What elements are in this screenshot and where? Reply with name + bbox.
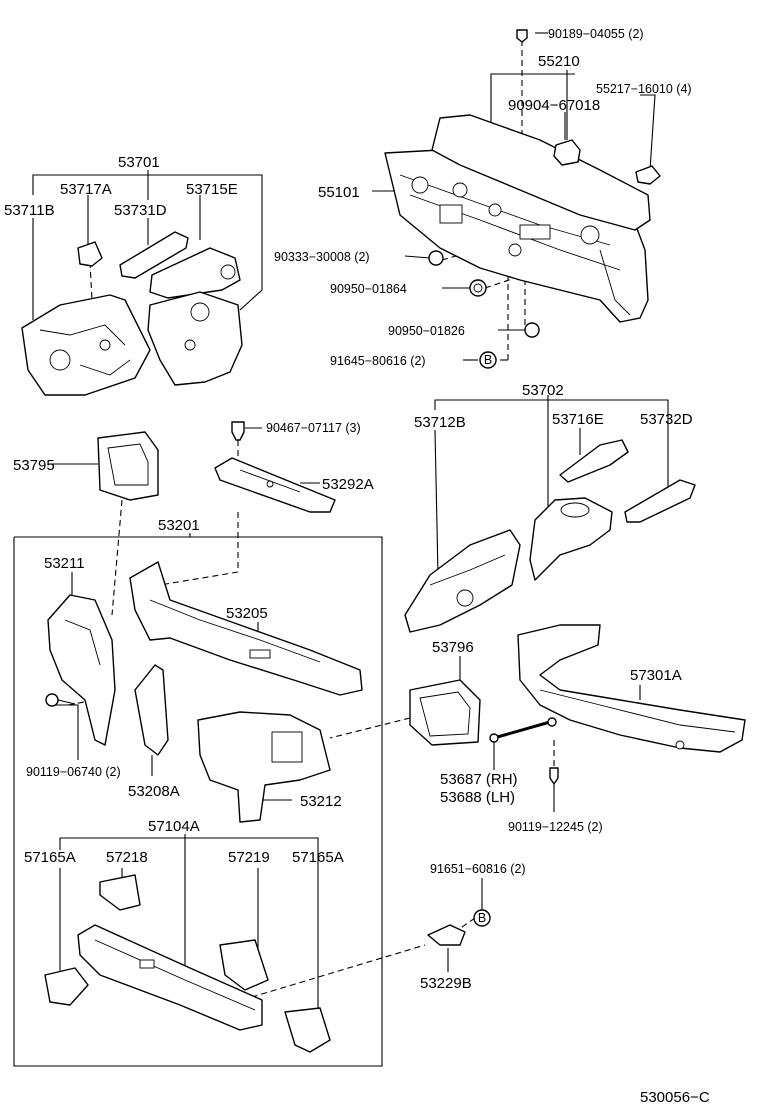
label-57165A-right: 57165A bbox=[292, 849, 344, 866]
radiator-support-53205 bbox=[129, 561, 363, 696]
label-53732D: 53732D bbox=[640, 411, 693, 428]
label-53201: 53201 bbox=[158, 517, 200, 534]
member-53715E bbox=[149, 247, 241, 299]
fender-apron-53711B bbox=[21, 294, 151, 396]
label-57165A-left: 57165A bbox=[24, 849, 76, 866]
label-55210: 55210 bbox=[538, 53, 580, 70]
side-support-53211 bbox=[47, 594, 116, 746]
side-support-53212 bbox=[197, 711, 331, 823]
label-90950-01826: 90950−01826 bbox=[388, 324, 465, 338]
label-57218: 57218 bbox=[106, 849, 148, 866]
seal-53796 bbox=[409, 679, 481, 746]
label-53796: 53796 bbox=[432, 639, 474, 656]
label-53731D: 53731D bbox=[114, 202, 167, 219]
crossmember-57104A bbox=[77, 924, 263, 1031]
label-90467-07117: 90467−07117 (3) bbox=[266, 421, 361, 435]
apron-53701-rear bbox=[147, 291, 243, 386]
label-90189-04055: 90189−04055 (2) bbox=[548, 27, 644, 41]
clip-90904 bbox=[553, 139, 581, 166]
member-53716E bbox=[559, 439, 629, 483]
label-90119-12245: 90119−12245 (2) bbox=[508, 820, 603, 834]
side-member-57301A bbox=[517, 624, 746, 753]
bracket-57219 bbox=[219, 939, 269, 991]
label-53712B: 53712B bbox=[414, 414, 466, 431]
bracket-57218 bbox=[99, 874, 141, 911]
label-55101: 55101 bbox=[318, 184, 360, 201]
label-91651-60816: 91651−60816 (2) bbox=[430, 862, 526, 876]
label-53688-lh: 53688 (LH) bbox=[440, 789, 515, 806]
label-53715E: 53715E bbox=[186, 181, 238, 198]
member-53731D bbox=[119, 231, 189, 279]
bracket-57165A-left bbox=[44, 967, 89, 1006]
marker-b-2: B bbox=[473, 909, 491, 927]
label-53701: 53701 bbox=[118, 154, 160, 171]
label-53292A: 53292A bbox=[322, 476, 374, 493]
fastener-90467 bbox=[231, 421, 245, 441]
fastener-55217 bbox=[635, 165, 661, 185]
marker-b-1-label: B bbox=[484, 353, 492, 367]
label-53208A: 53208A bbox=[128, 783, 180, 800]
bracket-53229B bbox=[427, 924, 466, 946]
label-53229B: 53229B bbox=[420, 975, 472, 992]
label-90950-01864: 90950−01864 bbox=[330, 282, 407, 296]
label-90119-06740: 90119−06740 (2) bbox=[26, 765, 121, 779]
rod-53687 bbox=[489, 717, 557, 743]
label-53711B: 53711B bbox=[4, 202, 55, 219]
marker-b-2-label: B bbox=[478, 911, 486, 925]
label-90333-30008: 90333−30008 (2) bbox=[274, 250, 370, 264]
dash-panel-55101 bbox=[384, 114, 651, 323]
label-53795: 53795 bbox=[13, 457, 55, 474]
label-53212: 53212 bbox=[300, 793, 342, 810]
part-labels: 90189−04055 (2) 55210 55217−16010 (4) 90… bbox=[4, 27, 710, 1106]
label-53717A: 53717A bbox=[60, 181, 112, 198]
seal-53795 bbox=[97, 431, 159, 501]
brace-53208A bbox=[134, 664, 169, 756]
label-53211: 53211 bbox=[44, 555, 85, 572]
bolt-90119-12245 bbox=[549, 767, 559, 785]
member-53732D bbox=[624, 479, 696, 523]
label-90904-67018: 90904−67018 bbox=[508, 97, 600, 114]
clip-90189 bbox=[516, 29, 528, 43]
apron-53702-rear bbox=[529, 497, 613, 581]
bolt-90119-06740 bbox=[45, 693, 76, 707]
label-57219: 57219 bbox=[228, 849, 270, 866]
apron-53712B bbox=[404, 529, 521, 633]
label-57104A: 57104A bbox=[148, 818, 200, 835]
label-91645-80616: 91645−80616 (2) bbox=[330, 354, 426, 368]
drawing-code: 530056−C bbox=[640, 1089, 710, 1106]
label-53687-rh: 53687 (RH) bbox=[440, 771, 518, 788]
bracket-53717A bbox=[77, 241, 103, 267]
bracket-57165A-right bbox=[284, 1007, 331, 1053]
label-53716E: 53716E bbox=[552, 411, 604, 428]
marker-b-1: B bbox=[479, 351, 497, 369]
label-53205: 53205 bbox=[226, 605, 268, 622]
cover-53292A bbox=[214, 457, 336, 513]
label-57301A: 57301A bbox=[630, 667, 682, 684]
label-55217-16010: 55217−16010 (4) bbox=[596, 82, 692, 96]
label-53702: 53702 bbox=[522, 382, 564, 399]
grommets bbox=[428, 250, 540, 338]
